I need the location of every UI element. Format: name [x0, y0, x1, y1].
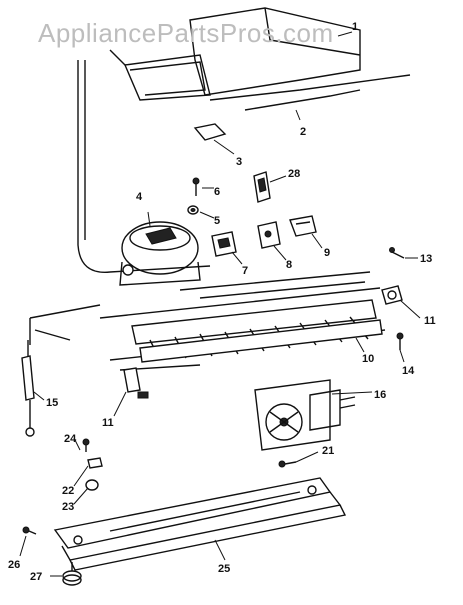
relay [211, 231, 237, 257]
leader-lines [19, 31, 421, 577]
label-21: 21 [322, 445, 334, 457]
label-1: 1 [352, 21, 358, 33]
label-6: 6 [214, 186, 220, 198]
terminal-cover [253, 171, 271, 203]
label-15: 15 [46, 397, 58, 409]
connector-23 [85, 479, 99, 491]
label-23: 23 [62, 501, 74, 513]
label-16: 16 [374, 389, 386, 401]
screw-26 [22, 526, 37, 535]
screw-6 [192, 177, 200, 196]
label-11-right: 11 [424, 315, 436, 327]
label-10: 10 [362, 353, 374, 365]
refrigerant-line [29, 304, 101, 345]
condenser [99, 271, 386, 371]
screw-21 [278, 460, 297, 468]
drier [21, 340, 35, 437]
label-8: 8 [286, 259, 292, 271]
label-2: 2 [300, 126, 306, 138]
label-7: 7 [242, 265, 248, 277]
label-5: 5 [214, 215, 220, 227]
screw-14 [396, 332, 404, 350]
screw-24 [82, 438, 90, 452]
label-24: 24 [64, 433, 77, 445]
leveling-leg [62, 562, 82, 586]
label-11-left: 11 [102, 417, 114, 429]
grommet [187, 205, 199, 215]
screw-13 [389, 247, 405, 259]
watermark: AppliancePartsPros.com [38, 18, 334, 48]
label-9: 9 [324, 247, 330, 259]
condenser-fan-motor [254, 379, 356, 451]
clamp-left [123, 367, 149, 399]
label-28: 28 [288, 168, 300, 180]
label-26: 26 [8, 559, 20, 571]
part-labels: 1 2 3 4 6 28 5 9 7 8 13 11 10 14 15 11 1… [8, 21, 436, 583]
evaporator-cover [109, 7, 361, 101]
label-27: 27 [30, 571, 42, 583]
label-3: 3 [236, 156, 242, 168]
clip-9 [289, 215, 317, 237]
label-25: 25 [218, 563, 230, 575]
label-22: 22 [62, 485, 74, 497]
label-4: 4 [136, 191, 143, 203]
base-rail [53, 477, 347, 571]
label-14: 14 [402, 365, 415, 377]
overload [257, 221, 281, 249]
bracket [193, 123, 227, 141]
capillary-tube [77, 60, 111, 273]
compressor [109, 221, 211, 286]
clamp-right [381, 285, 403, 305]
label-13: 13 [420, 253, 432, 265]
drain-trough [209, 74, 411, 111]
clip-22 [87, 457, 103, 469]
